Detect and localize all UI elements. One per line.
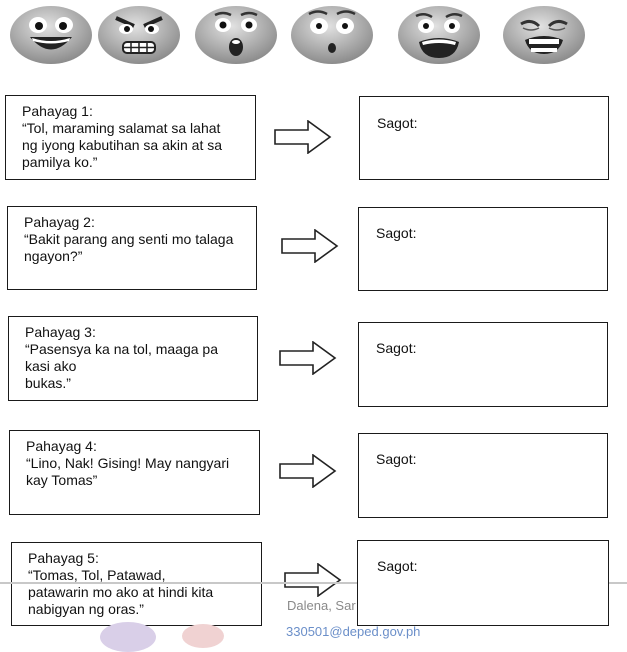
angry-face-icon bbox=[98, 6, 180, 64]
sagot-4-box[interactable]: Sagot: bbox=[358, 433, 608, 518]
sagot-2-box[interactable]: Sagot: bbox=[358, 207, 608, 291]
pahayag-4-line-3: kay Tomas” bbox=[26, 472, 98, 488]
pahayag-5-line-1: Pahayag 5: bbox=[28, 550, 99, 566]
pahayag-3-line-2: “Pasensya ka na tol, maaga pa bbox=[25, 341, 219, 357]
pahayag-1-line-3: ng iyong kabutihan sa akin at sa bbox=[22, 137, 223, 153]
pahayag-5-line-2: “Tomas, Tol, Patawad, bbox=[28, 567, 166, 583]
crying-face-icon bbox=[503, 6, 585, 64]
pahayag-4-line-2: “Lino, Nak! Gising! May nangyari bbox=[26, 455, 230, 471]
footer-logo bbox=[100, 622, 156, 652]
pahayag-3-line-3: kasi ako bbox=[25, 358, 77, 374]
arrow-right-icon bbox=[281, 229, 339, 263]
pahayag-3-line-1: Pahayag 3: bbox=[25, 324, 96, 340]
sagot-4-label: Sagot: bbox=[376, 451, 417, 467]
sagot-2-label: Sagot: bbox=[376, 225, 417, 241]
pahayag-1-line-4: pamilya ko.” bbox=[22, 154, 98, 170]
arrow-right-icon bbox=[274, 120, 332, 154]
sagot-1-label: Sagot: bbox=[377, 115, 418, 131]
pahayag-1-box: Pahayag 1: “Tol, maraming salamat sa lah… bbox=[5, 95, 256, 180]
sagot-3-label: Sagot: bbox=[376, 340, 417, 356]
arrow-right-icon bbox=[279, 341, 337, 375]
footer-author: Dalena, Sar bbox=[287, 598, 356, 613]
arrow-right-icon bbox=[279, 454, 337, 488]
footer-logo bbox=[182, 624, 224, 648]
pahayag-1-line-2: “Tol, maraming salamat sa lahat bbox=[22, 120, 221, 136]
pahayag-2-line-1: Pahayag 2: bbox=[24, 214, 95, 230]
pahayag-2-line-3: ngayon?” bbox=[24, 248, 83, 264]
sagot-5-box[interactable]: Sagot: bbox=[357, 540, 609, 626]
pahayag-2-box: Pahayag 2: “Bakit parang ang senti mo ta… bbox=[7, 206, 257, 290]
pahayag-3-line-4: bukas.” bbox=[25, 375, 71, 391]
sagot-1-box[interactable]: Sagot: bbox=[359, 96, 609, 180]
footer-email[interactable]: 330501@deped.gov.ph bbox=[286, 624, 421, 639]
pahayag-5-line-3: patawarin mo ako at hindi kita bbox=[28, 584, 214, 600]
surprised-face-icon bbox=[195, 6, 277, 64]
laughing-face-icon bbox=[10, 6, 92, 64]
pahayag-2-line-2: “Bakit parang ang senti mo talaga bbox=[24, 231, 234, 247]
scared-face-icon bbox=[398, 6, 480, 64]
sagot-5-label: Sagot: bbox=[377, 558, 418, 574]
pahayag-4-box: Pahayag 4: “Lino, Nak! Gising! May nangy… bbox=[9, 430, 260, 515]
pahayag-1-line-1: Pahayag 1: bbox=[22, 103, 93, 119]
pahayag-5-line-4: nabigyan ng oras.” bbox=[28, 601, 144, 617]
footer-divider bbox=[0, 582, 627, 584]
pahayag-3-box: Pahayag 3: “Pasensya ka na tol, maaga pa… bbox=[8, 316, 258, 401]
shocked-face-icon bbox=[291, 6, 373, 64]
pahayag-5-box: Pahayag 5: “Tomas, Tol, Patawad, patawar… bbox=[11, 542, 262, 626]
arrow-right-icon bbox=[284, 563, 342, 597]
sagot-3-box[interactable]: Sagot: bbox=[358, 322, 608, 407]
emotion-faces-row bbox=[0, 0, 627, 70]
pahayag-4-line-1: Pahayag 4: bbox=[26, 438, 97, 454]
